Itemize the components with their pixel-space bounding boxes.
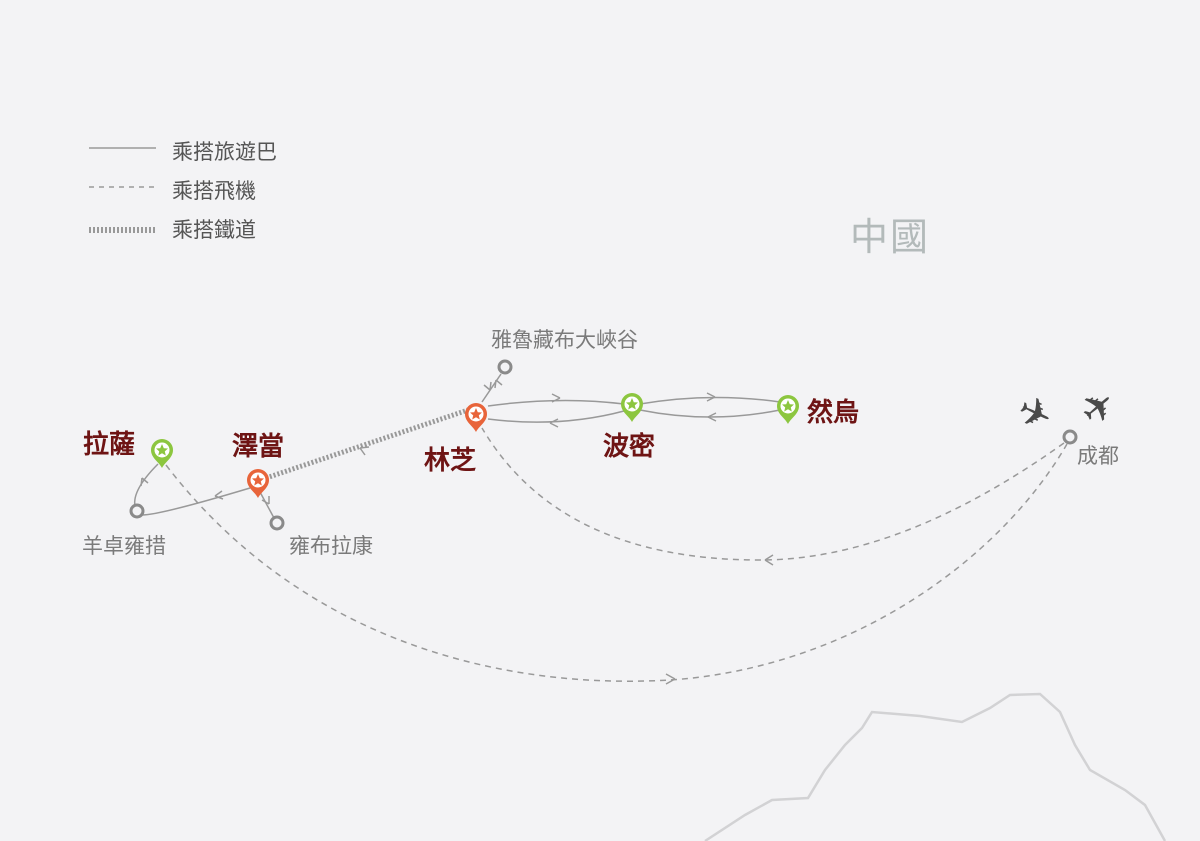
stop-yarlung[interactable] (497, 359, 513, 375)
bus-route-lhasa-yamdrok (133, 463, 159, 507)
label-bomi: 波密 (603, 432, 656, 462)
stop-yamdrok[interactable] (129, 503, 145, 519)
legend-bus: 乘搭旅遊巴 (172, 140, 277, 164)
legend-rail: 乘搭鐵道 (172, 218, 256, 242)
label-yarlung: 雅魯藏布大峽谷 (491, 328, 638, 352)
bus-route-linzhi-yarlung (481, 373, 502, 403)
pin-lhasa[interactable] (151, 439, 173, 468)
coastline (704, 692, 1167, 841)
label-ranwu: 然烏 (807, 398, 860, 428)
bus-route-bomi-ranwu (639, 396, 781, 405)
bus-route-yamdrok-zedang (141, 487, 251, 516)
label-chengdu: 成都 (1077, 444, 1119, 468)
label-linzhi: 林芝 (424, 446, 477, 476)
flight-route-chengdu-linzhi (481, 427, 1065, 561)
pin-linzhi[interactable] (465, 403, 487, 432)
bus-route-linzhi-bomi (487, 399, 625, 407)
country-label: 中國 (850, 215, 931, 259)
pin-ranwu[interactable] (777, 395, 799, 424)
bus-route-ranwu-bomi (639, 409, 781, 418)
stop-yongbulakang[interactable] (269, 515, 285, 531)
flight-route-lhasa-chengdu (165, 443, 1068, 682)
label-lhasa: 拉薩 (83, 430, 136, 460)
bus-route-zedang-yongbulakang (259, 491, 275, 519)
rail-route-zedang-linzhi (265, 407, 469, 481)
pin-zedang[interactable] (247, 469, 269, 498)
stop-chengdu[interactable] (1062, 429, 1078, 445)
legend-flight: 乘搭飛機 (172, 179, 256, 203)
label-yamdrok: 羊卓雍措 (82, 534, 166, 558)
label-zedang: 澤當 (232, 432, 285, 462)
label-yongbulakang: 雍布拉康 (289, 534, 373, 558)
bus-route-bomi-linzhi (487, 410, 625, 423)
pin-bomi[interactable] (621, 393, 643, 422)
